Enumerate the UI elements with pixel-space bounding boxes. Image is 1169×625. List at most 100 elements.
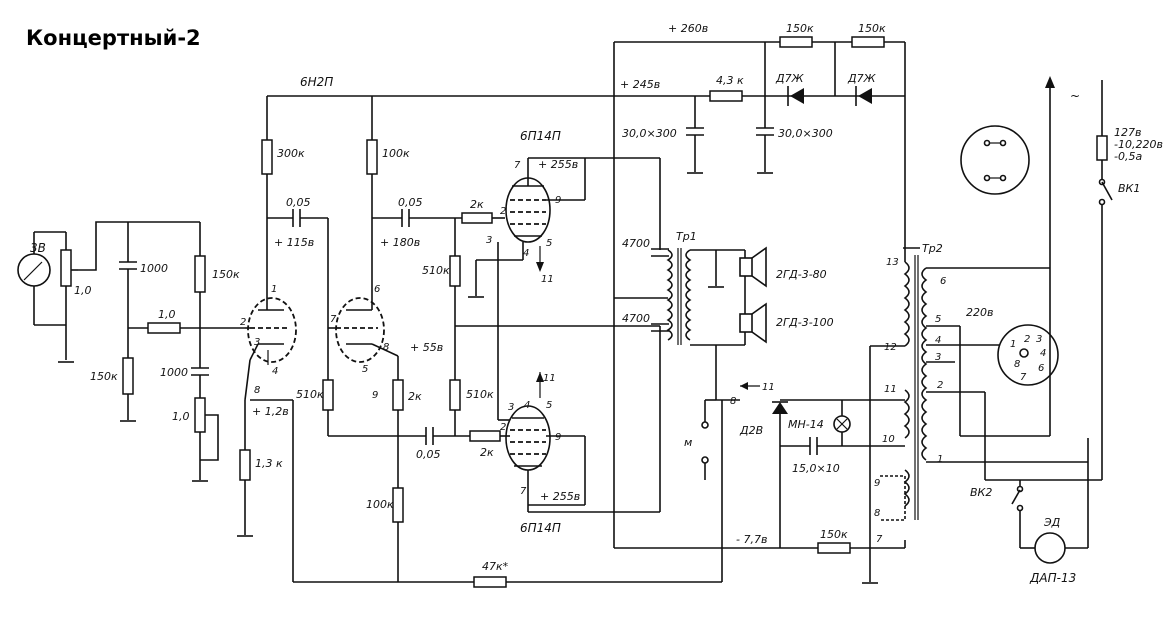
- page-title: Концертный-2: [26, 26, 201, 50]
- v255bot-label: + 255в: [540, 490, 580, 503]
- tube-6n2p-label: 6Н2П: [300, 75, 333, 89]
- pin-3c-label: 3: [935, 352, 941, 363]
- pickup-input: 3В 1,0: [17, 221, 128, 363]
- lamp-label: МН-14: [788, 418, 824, 431]
- r10-label: 1,0: [158, 308, 176, 321]
- r100kb-label: 100к: [366, 498, 394, 511]
- bias-circuit: 8 м 11 Д2В МН-14 15,0×10 - 7,7в 150к 7: [614, 345, 906, 584]
- v245-label: + 245в: [620, 78, 660, 91]
- pin-9c-label: 9: [874, 478, 880, 489]
- sel-pin8-label: 8: [1014, 359, 1020, 370]
- v260-label: + 260в: [668, 22, 708, 35]
- v12-label: + 1,2в: [252, 405, 289, 418]
- pin-4t-label: 4: [523, 248, 529, 259]
- pin-2c-label: 2: [937, 380, 943, 391]
- v-neg-label: - 7,7в: [736, 533, 767, 546]
- pin-5c-label: 5: [935, 314, 941, 325]
- sel-pin3-label: 3: [1036, 334, 1042, 345]
- pin-8d-label: 8: [730, 396, 736, 407]
- r2k-a-label: 2к: [408, 390, 422, 403]
- r150kc-label: 150к: [786, 22, 814, 35]
- pin-9-label: 9: [372, 390, 378, 401]
- pin-9b-label: 9: [555, 432, 561, 443]
- pin-3t-label: 3: [486, 235, 492, 246]
- pin-8c-label: 8: [874, 508, 880, 519]
- r13k-label: 1,3 к: [255, 457, 283, 470]
- r43k-label: 4,3 к: [716, 74, 744, 87]
- sel-pin7-label: 7: [1020, 372, 1027, 383]
- v255top-label: + 255в: [538, 158, 578, 171]
- v220-label: 220в: [966, 306, 993, 319]
- feedback-line: 47к*: [250, 399, 723, 588]
- power-transformer-tr2: Тр2 13 12 11 10 9 8 6 5 4 3 2 1 ~: [874, 76, 1089, 520]
- pin-8b-label: 8: [383, 342, 389, 353]
- d2v-label: Д2В: [739, 424, 763, 437]
- pin-8a-label: 8: [254, 385, 260, 396]
- pin-11d-label: 11: [762, 382, 775, 393]
- r2k-b-label: 2к: [470, 198, 484, 211]
- input-filter: 1000 150к 150к 1,0 1000 1,0: [90, 221, 245, 482]
- c4700a-label: 4700: [622, 237, 650, 250]
- tr1-label: Тр1: [676, 230, 697, 243]
- pin-7t-label: 7: [514, 160, 521, 171]
- c1000a-label: 1000: [140, 262, 168, 275]
- r300k-label: 300к: [277, 147, 305, 160]
- pin-7-label: 7: [330, 314, 337, 325]
- pin-6c-label: 6: [940, 276, 946, 287]
- pin-10-label: 10: [882, 434, 895, 445]
- pin-5t-label: 5: [546, 238, 552, 249]
- motor-label: ЭД: [1043, 516, 1061, 529]
- tube-6p14p-top: 6П14П + 255в 7 9 2 3 4 5 11: [468, 129, 586, 400]
- stage1-coupling: 0,05 + 115в 510к 0,05 2к 0,05 + 180в 2к …: [245, 196, 661, 461]
- pin-3-label: 3: [254, 337, 260, 348]
- pin-5b-label: 5: [546, 400, 552, 411]
- d7zh-a-label: Д7Ж: [775, 72, 805, 85]
- r510kc-label: 510к: [466, 388, 494, 401]
- pin-1-label: 1: [271, 284, 277, 295]
- c1000b-label: 1000: [160, 366, 188, 379]
- sel-pin2-label: 2: [1024, 334, 1030, 345]
- pin-5-label: 5: [362, 364, 368, 375]
- pot-in-label: 1,0: [74, 284, 92, 297]
- fuse-label: -0,5а: [1114, 150, 1142, 163]
- v55-label: + 55в: [410, 341, 443, 354]
- pin-11b-label: 11: [543, 373, 556, 384]
- r510kb-label: 510к: [422, 264, 450, 277]
- power-supply: + 260в 150к 150к + 245в 4,3 к Д7Ж Д7Ж 30…: [614, 22, 906, 174]
- motor-circuit: ВК2 ЭД ДАП-13: [970, 462, 1089, 585]
- tube-6p14p-top-label: 6П14П: [520, 129, 561, 143]
- speakers: 2ГД-3-80 2ГД-3-100: [715, 246, 834, 400]
- cap30a-label: 30,0×300: [622, 127, 677, 140]
- r100ka-label: 100к: [382, 147, 410, 160]
- mains-v-label: 127в: [1114, 126, 1141, 139]
- pin-4-label: 4: [272, 366, 278, 377]
- r150ka-label: 150к: [212, 268, 240, 281]
- pin-11t-label: 11: [541, 274, 554, 285]
- tube-6n2p: 6Н2П 300к 3 2 1 4 8 1,3 к + 1,2в 100к 6: [237, 75, 614, 582]
- pin-2b-label: 2: [500, 422, 506, 433]
- r150ke-label: 150к: [820, 528, 848, 541]
- sel-pin1-label: 1: [1010, 339, 1016, 350]
- tube-6p14p-bottom: + 255в 7 9 2 3 4 5 11 6П14П: [497, 372, 661, 535]
- tr2-label: Тр2: [922, 242, 943, 255]
- sel-pin6-label: 6: [1038, 363, 1044, 374]
- c4700b-label: 4700: [622, 312, 650, 325]
- cap15-label: 15,0×10: [792, 462, 840, 475]
- c005b-label: 0,05: [398, 196, 423, 209]
- cap30b-label: 30,0×300: [778, 127, 833, 140]
- v115-label: + 115в: [274, 236, 314, 249]
- r150kd-label: 150к: [858, 22, 886, 35]
- tube-6p14p-bot-label: 6П14П: [520, 521, 561, 535]
- vk2-label: ВК2: [970, 486, 992, 499]
- pin-7b-label: 7: [520, 486, 527, 497]
- r2k-c-label: 2к: [480, 446, 494, 459]
- pin-2-label: 2: [240, 317, 246, 328]
- r47k-label: 47к*: [482, 560, 509, 573]
- spk2-label: 2ГД-3-100: [776, 316, 834, 329]
- pin-13-label: 13: [886, 257, 899, 268]
- c005a-label: 0,05: [286, 196, 311, 209]
- v180-label: + 180в: [380, 236, 420, 249]
- sel-pin4-label: 4: [1040, 348, 1046, 359]
- pin-6-label: 6: [374, 284, 380, 295]
